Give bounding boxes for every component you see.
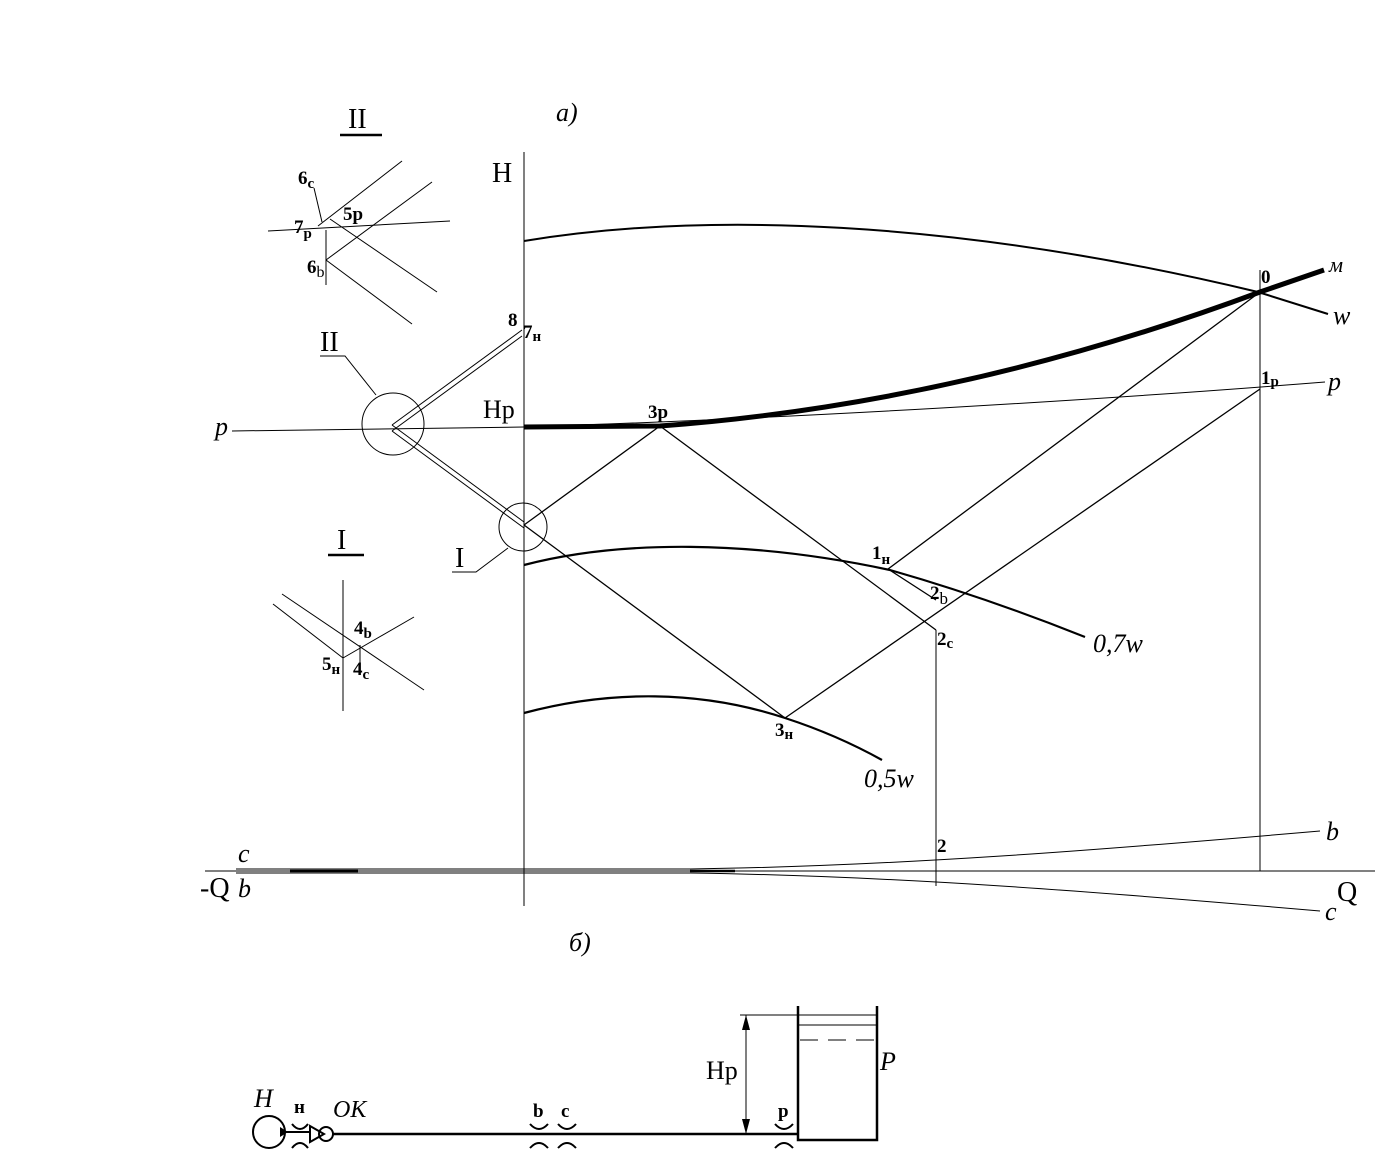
callout-ii-label: II	[320, 327, 339, 358]
throttle-c-label: c	[561, 1101, 569, 1122]
check-valve-ball-icon	[318, 1126, 334, 1142]
panel-b-label: б)	[569, 928, 591, 957]
check-valve-label: OK	[333, 1097, 368, 1123]
pump-arrow-icon	[280, 1127, 288, 1137]
detail-i-circle	[498, 502, 548, 552]
point-3n-label: 3н	[775, 720, 794, 743]
point-7n-label: 7н	[523, 322, 542, 345]
neg-q-axis-label: -Q	[200, 873, 230, 904]
point-2b-label: 2b	[930, 583, 948, 608]
panel-a-label: а)	[556, 98, 578, 127]
tank-icon	[796, 1006, 879, 1142]
detail-ii-6c-leader	[313, 187, 323, 223]
line-1n-2b	[887, 568, 937, 601]
check-valve-icon	[309, 1124, 327, 1144]
detail-i-leader	[452, 547, 509, 573]
throttle-p-label: p	[778, 1101, 789, 1122]
throttle-n-icon	[291, 1123, 309, 1130]
curve-b	[236, 830, 1321, 870]
detail-ii-p-line	[267, 220, 451, 232]
curve-p-left-label: p	[213, 412, 228, 441]
point-0-label: 0	[1261, 267, 1271, 288]
curve-05w-label: 0,5w	[864, 764, 915, 793]
detail-i-line-a	[281, 593, 425, 691]
point-3p-label: 3p	[648, 402, 668, 423]
detail-i-title: I	[337, 525, 346, 556]
throttle-c-icon	[557, 1123, 577, 1130]
system-curve-m	[523, 267, 1325, 430]
curve-c-right-label: c	[1325, 897, 1337, 926]
detail-i-4b-label: 4b	[354, 618, 372, 642]
detail-ii-6c-label: 6c	[298, 168, 315, 192]
pump-curve-05w	[523, 695, 883, 761]
hp-arrow-up-icon	[742, 1015, 750, 1030]
line-left-up-b	[391, 335, 523, 432]
detail-ii-line-a	[317, 160, 403, 227]
p-line-left	[231, 426, 525, 432]
pump-label: H	[253, 1084, 274, 1113]
line-3p-2c	[659, 425, 937, 631]
line-origin-3p	[523, 425, 661, 526]
p-line-right	[523, 381, 1326, 428]
throttle-b-label: b	[533, 1101, 544, 1122]
line-1n-0	[887, 291, 1261, 570]
point-2-label: 2	[937, 836, 947, 857]
tank-label: P	[879, 1047, 896, 1076]
curve-07w-label: 0,7w	[1093, 629, 1144, 658]
callout-i-label: I	[455, 543, 464, 574]
throttle-n-label: н	[294, 1097, 305, 1118]
detail-ii-line-c	[329, 218, 438, 293]
throttle-p-icon	[774, 1123, 794, 1130]
detail-ii-leader	[320, 355, 377, 396]
point-8-label: 8	[508, 310, 518, 331]
detail-ii-circle	[361, 392, 425, 456]
detail-ii-7p-label: 7p	[294, 217, 312, 242]
detail-i-line-b	[272, 603, 344, 659]
throttle-b-icon-lower	[529, 1142, 549, 1149]
hp-axis-label: Hp	[483, 395, 515, 424]
hp-arrow-down-icon	[742, 1119, 750, 1134]
throttle-p-icon-lower	[774, 1142, 794, 1149]
detail-ii-line-b	[325, 181, 433, 261]
detail-i-5n-label: 5н	[322, 654, 341, 678]
point-1p-label: 1p	[1261, 368, 1279, 390]
h-axis-label: H	[492, 158, 512, 189]
curve-p-right-label: p	[1326, 367, 1341, 396]
pump-curve-07w	[523, 545, 1086, 639]
detail-ii-5p-label: 5p	[343, 204, 363, 225]
point-2c-label: 2c	[937, 629, 954, 652]
curve-c	[236, 872, 1321, 912]
curve-b-left-label: b	[238, 874, 251, 903]
throttle-c-icon-lower	[557, 1142, 577, 1149]
throttle-b-icon	[529, 1123, 549, 1130]
throttle-n-icon-lower	[291, 1142, 309, 1149]
line-left-down-a	[391, 424, 525, 523]
detail-i-4c-label: 4c	[353, 659, 370, 683]
detail-ii-title: II	[348, 104, 367, 135]
q-axis-label: Q	[1337, 877, 1357, 908]
hp-dim-label: Hp	[706, 1056, 738, 1085]
line-left-up-a	[391, 329, 523, 426]
line-origin-3n	[523, 524, 786, 719]
line-left-down-b	[391, 430, 525, 529]
point-1n-label: 1н	[872, 543, 891, 568]
detail-i-line-c	[342, 616, 415, 659]
detail-ii-6b-label: 6b	[307, 257, 325, 281]
detail-ii-line-d	[325, 259, 413, 325]
curve-m-label: м	[1328, 252, 1343, 277]
curve-w-label: w	[1333, 301, 1351, 330]
curve-c-left-label: c	[238, 839, 250, 868]
line-3n-1p	[784, 388, 1261, 719]
curve-b-right-label: b	[1326, 817, 1339, 846]
pump-curve-w	[523, 223, 1329, 315]
